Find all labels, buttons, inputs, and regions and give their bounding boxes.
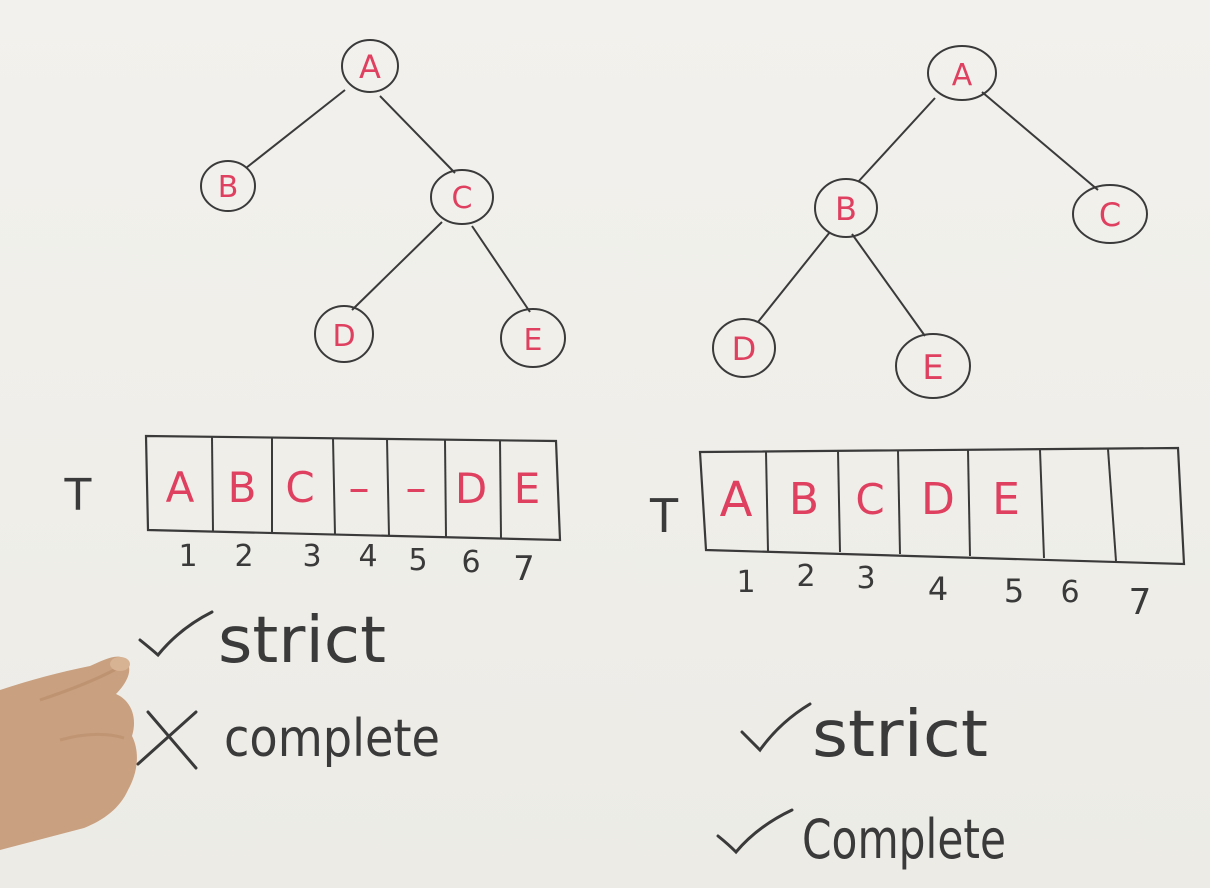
- left-tree: [245, 89, 531, 313]
- check-icon: [740, 702, 812, 753]
- left-cell-5: –: [406, 463, 427, 512]
- left-edge-c-e: [471, 225, 531, 313]
- left-node-e-circle: [500, 308, 566, 368]
- check-icon: [716, 808, 794, 855]
- right-cell-2: B: [789, 474, 819, 525]
- left-array-label: T: [64, 470, 92, 521]
- left-array-box: [144, 434, 562, 542]
- right-index-6: 6: [1060, 575, 1079, 610]
- right-check-strict-text: strict: [812, 698, 988, 772]
- right-index-2: 2: [796, 559, 815, 594]
- left-node-c: C: [452, 181, 473, 216]
- right-array: T A B C D E 1 2 3 4 5 6 7: [649, 446, 1186, 623]
- left-array-indices: 1 2 3 4 5 6 7: [178, 539, 534, 589]
- left-index-1: 1: [178, 539, 197, 574]
- right-node-e: E: [922, 348, 943, 388]
- right-tree-nodes: A B C D E: [712, 45, 1148, 399]
- left-array: T A B C – – D E 1 2 3 4 5 6 7: [64, 434, 562, 589]
- left-edge-c-d: [351, 221, 443, 311]
- left-index-6: 6: [461, 545, 480, 580]
- right-node-b-circle: [814, 178, 878, 238]
- right-index-7: 7: [1129, 582, 1152, 623]
- right-cell-4: D: [921, 474, 955, 525]
- left-cell-2: B: [228, 463, 257, 512]
- left-array-cells: A B C – – D E: [166, 463, 541, 513]
- right-index-1: 1: [736, 565, 755, 600]
- right-node-a: A: [952, 58, 973, 93]
- right-edge-b-d: [757, 231, 831, 323]
- left-index-4: 4: [358, 539, 377, 574]
- right-cell-1: A: [720, 472, 753, 528]
- right-tree: [757, 91, 1099, 337]
- right-node-d-circle: [712, 318, 776, 378]
- left-node-a-circle: [341, 39, 399, 93]
- right-index-4: 4: [928, 570, 948, 608]
- left-cell-4: –: [349, 463, 370, 512]
- left-node-d: D: [332, 319, 355, 354]
- left-index-2: 2: [234, 539, 253, 574]
- left-tree-nodes: A B C D E: [200, 39, 566, 368]
- right-array-dividers: [765, 448, 1117, 562]
- left-node-c-circle: [430, 169, 494, 225]
- right-node-c-circle: [1072, 184, 1148, 244]
- left-node-e: E: [524, 323, 543, 358]
- left-edge-a-c: [379, 95, 456, 174]
- left-check-complete-text: complete: [224, 709, 440, 769]
- left-cell-1: A: [166, 463, 195, 512]
- right-array-cells: A B C D E: [720, 472, 1020, 528]
- left-index-3: 3: [302, 539, 321, 574]
- left-node-a: A: [359, 48, 381, 86]
- left-node-b: B: [218, 170, 239, 205]
- left-node-b-circle: [200, 160, 256, 212]
- right-edge-b-e: [851, 233, 926, 337]
- right-array-box: [698, 446, 1186, 566]
- left-index-7: 7: [513, 549, 535, 589]
- right-edge-a-b: [857, 97, 936, 183]
- right-cell-3: C: [855, 475, 884, 524]
- right-check-complete-text: Complete: [802, 808, 1006, 871]
- right-checklist: strict Complete: [716, 698, 1006, 871]
- check-icon: [138, 610, 214, 658]
- left-index-5: 5: [408, 543, 427, 578]
- left-node-d-circle: [314, 305, 374, 363]
- left-check-strict-text: strict: [218, 604, 386, 678]
- left-array-dividers: [211, 436, 502, 539]
- left-edge-a-b: [245, 89, 346, 169]
- right-array-indices: 1 2 3 4 5 6 7: [736, 559, 1151, 623]
- left-checklist: strict complete: [136, 604, 440, 770]
- right-edge-a-c: [981, 91, 1099, 191]
- left-cell-7: E: [514, 464, 541, 513]
- right-node-c: C: [1099, 196, 1121, 234]
- right-node-b: B: [835, 190, 857, 228]
- cross-icon: [136, 710, 198, 770]
- pointing-hand: [0, 656, 137, 850]
- right-index-5: 5: [1004, 572, 1024, 610]
- left-cell-6: D: [455, 464, 487, 513]
- right-cell-5: E: [992, 474, 1020, 525]
- left-cell-3: C: [285, 463, 314, 512]
- right-node-e-circle: [895, 333, 971, 399]
- right-index-3: 3: [856, 561, 875, 596]
- right-node-a-circle: [927, 45, 997, 101]
- right-array-label: T: [649, 489, 679, 543]
- right-node-d: D: [732, 330, 757, 368]
